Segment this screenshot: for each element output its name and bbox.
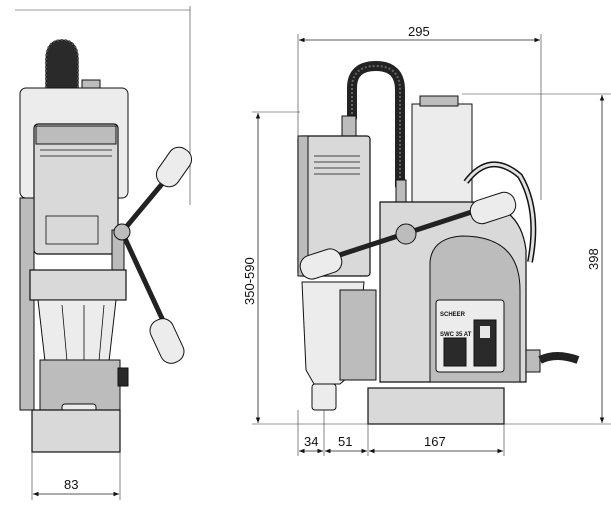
dim-overall-width: 295 xyxy=(408,24,430,39)
dim-height-range: 350-590 xyxy=(242,257,257,305)
side-view: 295 SCHEER SWC 35 AT xyxy=(242,24,611,456)
dim-offset-1: 34 xyxy=(304,434,318,449)
nameplate-model: SWC 35 AT xyxy=(440,332,472,338)
front-view: 83 xyxy=(15,6,193,500)
dim-overall-height: 398 xyxy=(586,248,601,270)
dim-base-length: 167 xyxy=(424,434,446,449)
nameplate-brand: SCHEER xyxy=(440,312,466,318)
dim-offset-2: 51 xyxy=(338,434,352,449)
dim-front-width: 83 xyxy=(64,477,78,492)
